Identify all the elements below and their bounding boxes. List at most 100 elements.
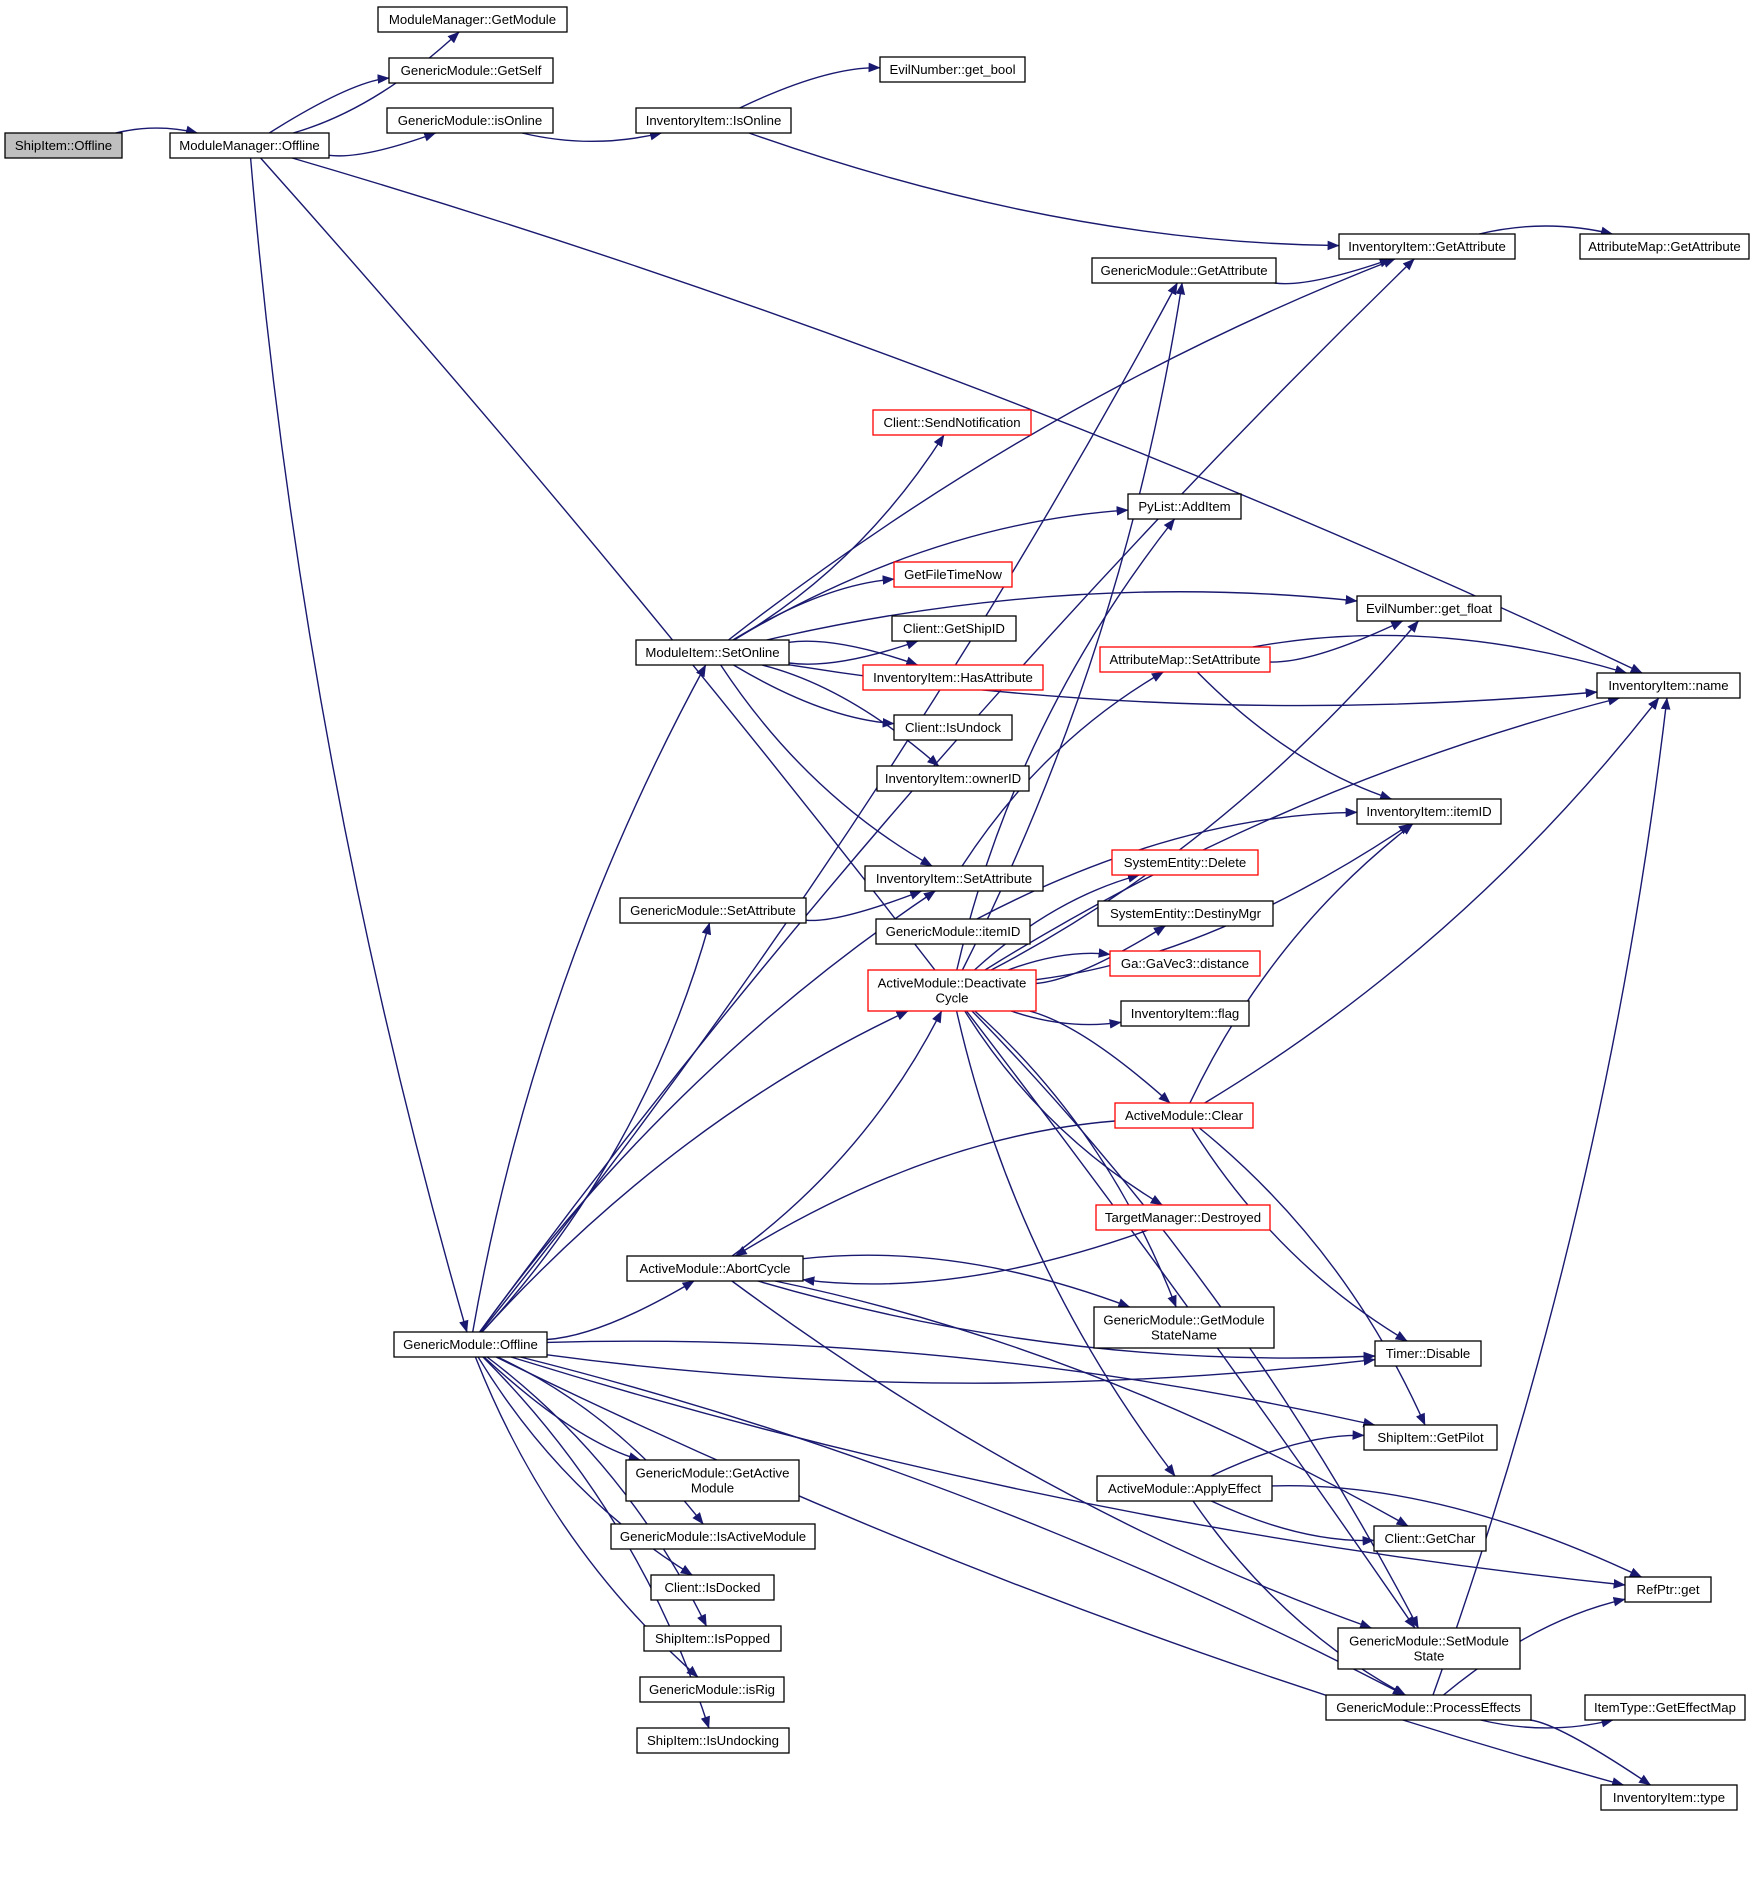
node-label: SystemEntity::Delete — [1124, 855, 1246, 870]
node-inventoryitem-flag[interactable]: InventoryItem::flag — [1120, 1000, 1250, 1027]
node-targetmanager-destroyed[interactable]: TargetManager::Destroyed — [1095, 1204, 1271, 1231]
edge-moduleitem_setonline-to-inventoryitem_hasattribute — [788, 640, 919, 666]
edge-genericmodule_processeffects-to-inventoryitem_type — [1529, 1719, 1651, 1786]
node-label: GenericModule::SetAttribute — [630, 903, 796, 918]
edge-attributemap_setattribute-to-evilnumber_get_float — [1269, 620, 1404, 663]
node-activemodule-clear[interactable]: ActiveModule::Clear — [1114, 1102, 1254, 1129]
edge-path — [328, 132, 437, 157]
edges-layer — [115, 31, 1671, 1787]
node-moduleitem-setonline[interactable]: ModuleItem::SetOnline — [635, 639, 790, 666]
node-label: InventoryItem::name — [1608, 678, 1728, 693]
edge-path — [802, 1254, 1131, 1308]
node-box — [1096, 1475, 1273, 1502]
edge-activemodule_applyeffect-to-client_getchar — [1211, 1500, 1375, 1546]
node-label: GenericModule::ProcessEffects — [1336, 1700, 1521, 1715]
node-gavec3-distance[interactable]: Ga::GaVec3::distance — [1109, 950, 1261, 977]
node-shipitem-isundocking[interactable]: ShipItem::IsUndocking — [636, 1727, 790, 1754]
node-timer-disable[interactable]: Timer::Disable — [1374, 1340, 1482, 1367]
node-label: InventoryItem::type — [1613, 1790, 1725, 1805]
node-evilnumber-get-float[interactable]: EvilNumber::get_float — [1356, 595, 1502, 622]
edge-attributemap_setattribute-to-inventoryitem_itemid — [1196, 671, 1393, 800]
edge-path — [1035, 925, 1166, 985]
node-genericmodule-isrig[interactable]: GenericModule::isRig — [639, 1676, 785, 1703]
edge-genericmodule_processeffects-to-inventoryitem_name — [1432, 697, 1671, 1696]
node-itemtype-geteffectmap[interactable]: ItemType::GetEffectMap — [1584, 1694, 1746, 1721]
node-box — [377, 6, 568, 33]
node-label: GenericModule::IsActiveModule — [620, 1529, 806, 1544]
node-getfiletimenow[interactable]: GetFileTimeNow — [893, 561, 1013, 588]
node-attributemap-getattribute[interactable]: AttributeMap::GetAttribute — [1579, 233, 1750, 260]
node-shipitem-getpilot[interactable]: ShipItem::GetPilot — [1363, 1424, 1498, 1451]
edge-genericmodule_offline-to-inventoryitem_type — [495, 1356, 1625, 1787]
node-box — [625, 1459, 800, 1502]
node-genericmodule-isactivemodule[interactable]: GenericModule::IsActiveModule — [610, 1523, 816, 1550]
node-inventoryitem-name[interactable]: InventoryItem::name — [1596, 672, 1741, 699]
edge-path — [293, 31, 460, 134]
node-pylist-additem[interactable]: PyList::AddItem — [1127, 493, 1242, 520]
edge-path — [733, 664, 895, 728]
node-inventoryitem-isonline[interactable]: InventoryItem::IsOnline — [635, 107, 792, 134]
node-inventoryitem-hasattribute[interactable]: InventoryItem::HasAttribute — [862, 664, 1044, 691]
edge-path — [479, 890, 936, 1333]
edge-path — [990, 620, 1419, 971]
edge-modulemanager_offline-to-genericmodule_offline — [249, 157, 469, 1333]
node-genericmodule-setattribute[interactable]: GenericModule::SetAttribute — [619, 897, 807, 924]
edge-path — [757, 1280, 1376, 1362]
node-genericmodule-processeffects[interactable]: GenericModule::ProcessEffects — [1325, 1694, 1532, 1721]
node-genericmodule-offline[interactable]: GenericModule::Offline — [393, 1331, 548, 1358]
node-label: EvilNumber::get_float — [1366, 601, 1492, 616]
node-client-getchar[interactable]: Client::GetChar — [1373, 1525, 1487, 1552]
node-inventoryitem-setattribute[interactable]: InventoryItem::SetAttribute — [864, 865, 1044, 892]
edge-path — [984, 696, 1621, 971]
node-box — [639, 1676, 785, 1703]
edge-attributemap_setattribute-to-inventoryitem_name — [1252, 634, 1628, 675]
node-label: Client::SendNotification — [883, 415, 1020, 430]
node-activemodule-applyeffect[interactable]: ActiveModule::ApplyEffect — [1096, 1475, 1273, 1502]
node-activemodule-abortcycle[interactable]: ActiveModule::AbortCycle — [626, 1255, 804, 1282]
node-inventoryitem-getattribute[interactable]: InventoryItem::GetAttribute — [1338, 233, 1516, 260]
edge-genericmodule_offline-to-timer_disable — [546, 1354, 1376, 1384]
node-inventoryitem-type[interactable]: InventoryItem::type — [1600, 1784, 1738, 1811]
edge-path — [731, 1010, 943, 1257]
edge-activemodule_applyeffect-to-shipitem_getpilot — [1210, 1430, 1365, 1477]
node-systementity-destinymgr[interactable]: SystemEntity::DestinyMgr — [1097, 900, 1274, 927]
edge-genericmodule_offline-to-genericmodule_processeffects — [520, 1356, 1405, 1696]
node-modulemanager-offline[interactable]: ModuleManager::Offline — [169, 132, 330, 159]
edge-genericmodule_offline-to-activemodule_deactivatecycle — [481, 1010, 909, 1333]
edge-moduleitem_setonline-to-client_isundock — [733, 664, 895, 728]
edge-path — [805, 890, 923, 922]
node-modulemanager-getmodule[interactable]: ModuleManager::GetModule — [377, 6, 568, 33]
node-client-getshipid[interactable]: Client::GetShipID — [891, 615, 1017, 642]
node-shipitem-offline[interactable]: ShipItem::Offline — [4, 132, 123, 159]
node-attributemap-setattribute[interactable]: AttributeMap::SetAttribute — [1099, 646, 1271, 673]
node-label: GenericModule::GetAttribute — [1100, 263, 1267, 278]
edge-path — [728, 258, 1396, 641]
edge-path — [477, 1356, 693, 1576]
node-inventoryitem-ownerid[interactable]: InventoryItem::ownerID — [876, 765, 1030, 792]
edge-activemodule_deactivatecycle-to-activemodule_clear — [1029, 1010, 1171, 1104]
node-genericmodule-getself[interactable]: GenericModule::GetSelf — [388, 57, 554, 84]
node-evilnumber-get-bool[interactable]: EvilNumber::get_bool — [879, 56, 1026, 83]
node-refptr-get[interactable]: RefPtr::get — [1624, 1576, 1712, 1603]
edge-path — [495, 1356, 1625, 1787]
edge-path — [1189, 823, 1414, 1104]
edge-path — [481, 922, 712, 1333]
node-shipitem-ispopped[interactable]: ShipItem::IsPopped — [643, 1625, 782, 1652]
node-label: TargetManager::Destroyed — [1105, 1210, 1261, 1225]
node-genericmodule-getattribute[interactable]: GenericModule::GetAttribute — [1091, 257, 1277, 284]
node-client-isdocked[interactable]: Client::IsDocked — [650, 1574, 775, 1601]
node-inventoryitem-itemid[interactable]: InventoryItem::itemID — [1356, 798, 1502, 825]
edge-activemodule_deactivatecycle-to-inventoryitem_itemid — [1035, 823, 1411, 981]
node-label: Ga::GaVec3::distance — [1121, 956, 1249, 971]
node-box — [388, 57, 554, 84]
node-genericmodule-itemid[interactable]: GenericModule::itemID — [875, 918, 1031, 945]
node-genericmodule-isonline[interactable]: GenericModule::isOnline — [386, 107, 554, 134]
node-client-isundock[interactable]: Client::IsUndock — [893, 714, 1013, 741]
node-systementity-delete[interactable]: SystemEntity::Delete — [1111, 849, 1259, 876]
node-client-sendnotification[interactable]: Client::SendNotification — [872, 409, 1032, 436]
